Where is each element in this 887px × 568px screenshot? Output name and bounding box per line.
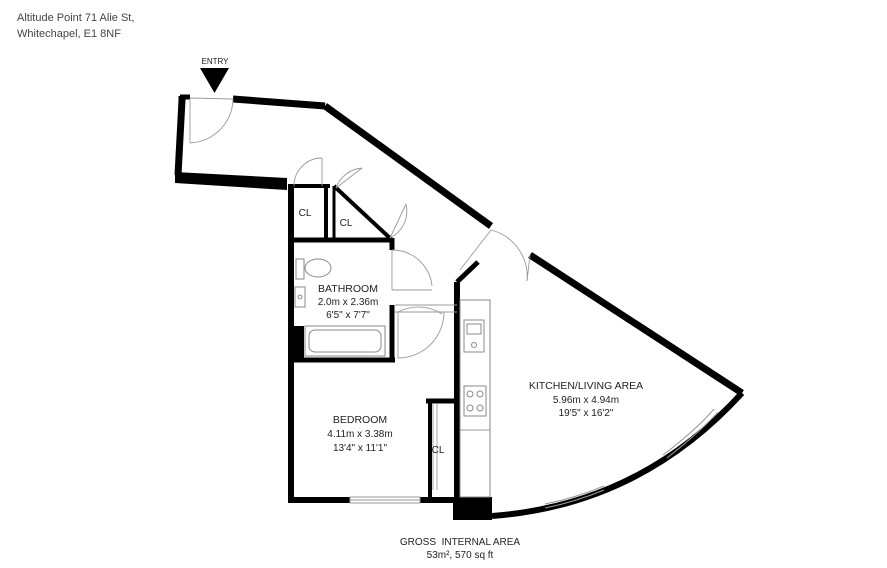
entry-arrow-icon — [200, 68, 229, 93]
label-cl-bedroom: CL — [432, 445, 445, 456]
windows-curved — [544, 408, 719, 509]
label-cl-hall-left: CL — [299, 208, 312, 219]
kitchen-imperial: 19'5" x 16'2" — [559, 408, 614, 419]
toilet-cistern-icon — [295, 258, 305, 280]
svg-text:CL: CL — [432, 445, 445, 456]
basin-icon — [294, 286, 306, 308]
label-cl-hall-right: CL — [340, 218, 353, 229]
gross-area-title: GROSS INTERNAL AREA — [400, 537, 521, 548]
svg-text:CL: CL — [340, 218, 353, 229]
label-bedroom: BEDROOM 4.11m x 3.38m 13'4" x 11'1" — [327, 414, 392, 454]
hob-icon — [463, 385, 487, 417]
svg-text:CL: CL — [299, 208, 312, 219]
entry-label: ENTRY — [202, 57, 230, 66]
bedroom-imperial: 13'4" x 11'1" — [333, 443, 388, 454]
address-line-1: Altitude Point 71 Alie St, — [17, 12, 135, 24]
interior-walls — [289, 184, 480, 500]
bedroom-window — [349, 496, 421, 504]
doors — [189, 97, 531, 490]
kitchen-metric: 5.96m x 4.94m — [553, 395, 619, 406]
label-bathroom: BATHROOM 2.0m x 2.36m 6'5" x 7'7" — [318, 283, 379, 321]
toilet-icon — [304, 258, 332, 278]
bathroom-fixtures — [294, 258, 386, 357]
kitchen-name: KITCHEN/LIVING AREA — [529, 380, 643, 392]
bedroom-metric: 4.11m x 3.38m — [327, 429, 392, 440]
bathroom-name: BATHROOM — [318, 283, 378, 295]
bathroom-metric: 2.0m x 2.36m — [318, 297, 379, 308]
bedroom-name: BEDROOM — [333, 414, 387, 426]
bathroom-imperial: 6'5" x 7'7" — [326, 310, 370, 321]
address-block: Altitude Point 71 Alie St, Whitechapel, … — [17, 10, 134, 42]
gross-area: GROSS INTERNAL AREA 53m², 570 sq ft — [400, 537, 521, 561]
gross-area-value: 53m², 570 sq ft — [427, 550, 494, 561]
label-kitchen: KITCHEN/LIVING AREA 5.96m x 4.94m 19'5" … — [529, 380, 643, 419]
address-line-2: Whitechapel, E1 8NF — [17, 28, 121, 40]
kitchen-fixtures — [459, 299, 491, 498]
